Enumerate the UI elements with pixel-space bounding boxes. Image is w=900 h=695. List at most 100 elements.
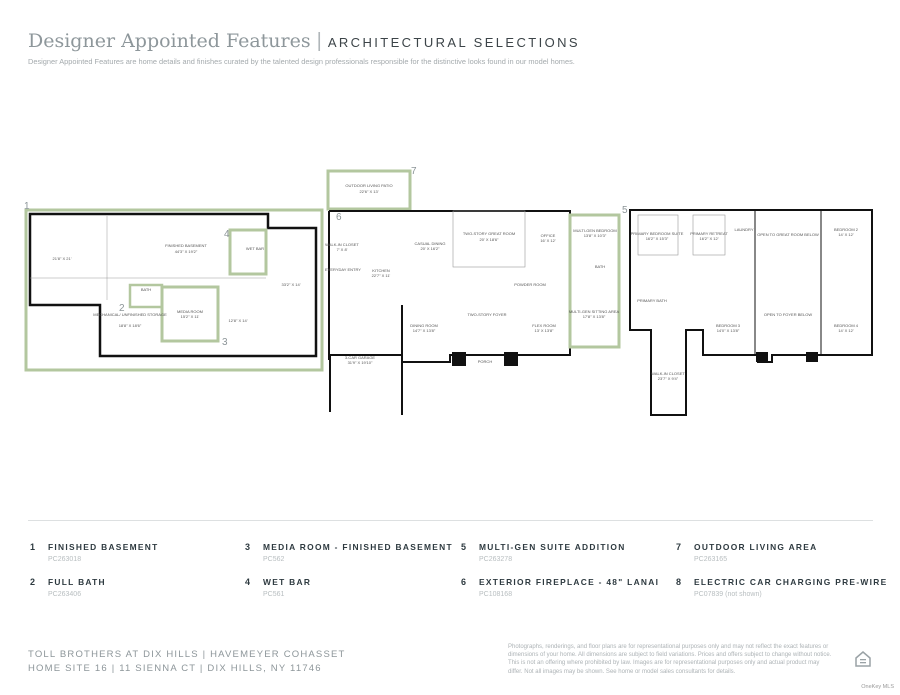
- feature-code: PC561: [263, 591, 285, 598]
- room-dims: 23'7" X 9'4": [658, 376, 679, 381]
- room-label: OPEN TO GREAT ROOM BELOW: [757, 232, 819, 237]
- feature-code: PC562: [263, 556, 285, 563]
- room-label: WET BAR: [246, 246, 264, 251]
- mls-watermark: OneKey MLS: [861, 684, 894, 690]
- title-separator: |: [316, 30, 322, 52]
- room-label: FLEX ROOM: [532, 323, 556, 328]
- room-label: BEDROOM 4: [834, 323, 859, 328]
- feature-number: 4: [245, 577, 251, 587]
- room-label: DINING ROOM: [410, 323, 438, 328]
- room-dims: 13'8" X 10'3": [584, 233, 607, 238]
- feature-label: WET BAR: [263, 577, 312, 587]
- basement-walls: [28, 212, 318, 358]
- feature-number: 5: [461, 542, 467, 552]
- feature-code: PC263278: [479, 556, 513, 563]
- room-dims: 22'7" X 11': [372, 273, 391, 278]
- feature-code: PC108168: [479, 591, 513, 598]
- equal-housing-opportunity-icon: [855, 651, 871, 667]
- room-dims: 21'8" X 21': [53, 256, 72, 261]
- page-title: Designer Appointed Features| ARCHITECTURA…: [28, 30, 580, 53]
- feature-number: 6: [461, 577, 467, 587]
- wet-bar-highlight: [228, 228, 268, 276]
- room-dims: 7' X 8': [337, 247, 348, 252]
- feature-label: MULTI-GEN SUITE ADDITION: [479, 542, 626, 552]
- feature-label: MEDIA ROOM - FINISHED BASEMENT: [263, 542, 453, 552]
- room-label: EVERYDAY ENTRY: [325, 267, 361, 272]
- room-dims: 44'3" X 19'2": [175, 249, 198, 254]
- feature-label: FULL BATH: [48, 577, 106, 587]
- page-subtitle: Designer Appointed Features are home det…: [28, 57, 575, 66]
- feature-label: FINISHED BASEMENT: [48, 542, 159, 552]
- room-label: WALK-IN CLOSET: [325, 242, 359, 247]
- media-room-highlight: [160, 285, 220, 343]
- room-label: OUTDOOR LIVING PATIO: [345, 183, 392, 188]
- bath-highlight: [128, 283, 164, 309]
- room-label: BATH: [141, 287, 151, 292]
- room-label: CASUAL DINING: [415, 241, 446, 246]
- room-dims: 33'2" X 14': [282, 282, 301, 287]
- marker-6: 6: [336, 212, 342, 223]
- main-floor-plan: OUTDOOR LIVING PATIO 22'6" X 13' CASUAL …: [325, 166, 628, 415]
- room-dims: 20' X 16'2": [421, 246, 441, 251]
- room-dims: 18'8" X 18'6": [119, 323, 142, 328]
- room-label: WALK-IN CLOSET: [651, 371, 685, 376]
- room-label: BEDROOM 2: [834, 227, 859, 232]
- section-title: ARCHITECTURAL SELECTIONS: [327, 35, 580, 50]
- disclaimer: Photographs, renderings, and floor plans…: [508, 644, 832, 675]
- community-info: TOLL BROTHERS AT DIX HILLS | HAVEMEYER C…: [28, 648, 346, 676]
- section-divider: [28, 520, 873, 521]
- room-label: KITCHEN: [372, 268, 390, 273]
- room-label: MEDIA ROOM: [177, 309, 203, 314]
- room-dims: 14' X 12': [838, 232, 854, 237]
- marker-7: 7: [411, 166, 417, 177]
- room-label: MULTI-GEN BEDROOM: [573, 228, 616, 233]
- room-label: BEDROOM 3: [716, 323, 741, 328]
- outdoor-living-highlight: [326, 169, 412, 211]
- feature-code: PC263406: [48, 591, 82, 598]
- marker-1: 1: [24, 201, 30, 212]
- feature-label: ELECTRIC CAR CHARGING PRE-WIRE: [694, 577, 888, 587]
- room-dims: 16' X 12': [540, 238, 556, 243]
- room-dims: 16'2" X 15'3": [646, 236, 669, 241]
- feature-label: OUTDOOR LIVING AREA: [694, 542, 818, 552]
- feature-code: PC263165: [694, 556, 728, 563]
- room-dims: 17'8" X 13'8": [583, 314, 606, 319]
- feature-code: PC263018: [48, 556, 82, 563]
- room-label: FINISHED BASEMENT: [165, 243, 207, 248]
- feature-label: EXTERIOR FIREPLACE - 48" LANAI: [479, 577, 660, 587]
- floor-plans: FINISHED BASEMENT 44'3" X 19'2" 21'8" X …: [24, 166, 873, 416]
- basement-plan: FINISHED BASEMENT 44'3" X 19'2" 21'8" X …: [24, 201, 324, 372]
- address-line: HOME SITE 16 | 11 SIENNA CT | DIX HILLS,…: [28, 663, 322, 674]
- community-line: TOLL BROTHERS AT DIX HILLS | HAVEMEYER C…: [28, 649, 346, 660]
- marker-2: 2: [119, 303, 125, 314]
- feature-number: 2: [30, 577, 36, 587]
- finished-basement-highlight: [24, 208, 324, 372]
- room-label: PORCH: [478, 359, 493, 364]
- room-dims: 16'2" X 12': [700, 236, 719, 241]
- room-dims: 14'7" X 13'8": [413, 328, 436, 333]
- upper-floor-plan: PRIMARY BEDROOM SUITE 16'2" X 15'3" PRIM…: [629, 209, 873, 416]
- room-dims: 14'0" X 13'8": [717, 328, 740, 333]
- room-label: LAUNDRY: [734, 227, 753, 232]
- room-label: MECHANICAL/ UNFINISHED STORAGE: [93, 312, 167, 317]
- feature-code: PC07839 (not shown): [694, 591, 762, 598]
- room-label: OFFICE: [541, 233, 556, 238]
- room-label: PRIMARY RETREAT: [690, 231, 728, 236]
- room-dims: 20' X 18'6": [480, 237, 500, 242]
- multi-gen-suite-highlight: [568, 213, 621, 349]
- feature-number: 7: [676, 542, 682, 552]
- room-dims: 12'8" X 14': [229, 318, 248, 323]
- room-dims: 31'9" X 19'10": [348, 360, 373, 365]
- room-label: PRIMARY BATH: [637, 298, 667, 303]
- marker-4: 4: [224, 229, 230, 240]
- feature-number: 1: [30, 542, 36, 552]
- title-text: Designer Appointed Features: [28, 30, 311, 52]
- room-dims: 15'2" X 11': [181, 314, 200, 319]
- room-dims: 14' X 12': [838, 328, 854, 333]
- room-label: PRIMARY BEDROOM SUITE: [631, 231, 684, 236]
- feature-number: 3: [245, 542, 251, 552]
- room-label: 3-CAR GARAGE: [345, 355, 376, 360]
- feature-number: 8: [676, 577, 682, 587]
- room-label: POWDER ROOM: [514, 282, 546, 287]
- room-dims: 22'6" X 13': [360, 189, 379, 194]
